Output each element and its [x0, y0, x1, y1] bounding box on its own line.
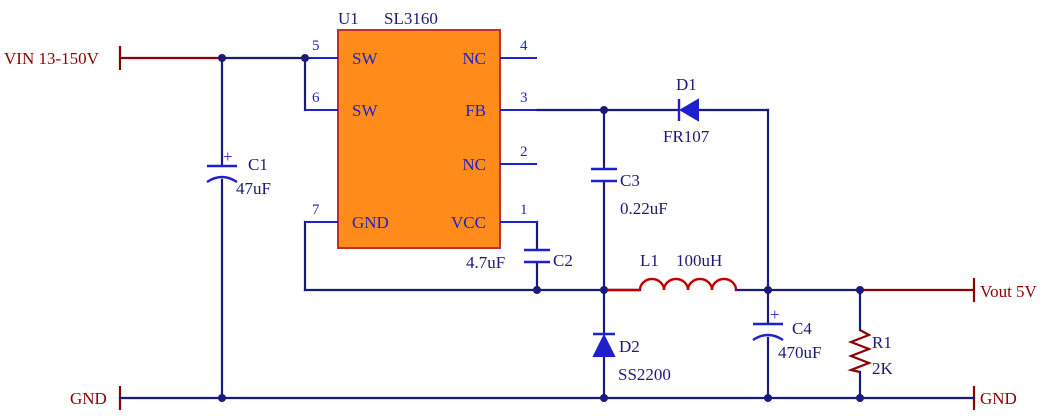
d2-value: SS2200 — [618, 365, 671, 384]
junction-dot — [218, 54, 226, 62]
pin-3-name: FB — [465, 101, 486, 120]
c3-value: 0.22uF — [620, 199, 668, 218]
r1-value: 2K — [872, 359, 894, 378]
gnd-right-port: GND — [972, 386, 1017, 410]
junction-dot — [600, 394, 608, 402]
diode-d2: D2 SS2200 — [592, 332, 671, 384]
resistor-r1: R1 2K — [847, 329, 894, 378]
gnd-right-label: GND — [980, 389, 1017, 408]
wires — [118, 56, 976, 400]
pin-4-name: NC — [462, 49, 486, 68]
junction-dot — [600, 286, 608, 294]
junction-dot — [764, 394, 772, 402]
junction-dot — [301, 54, 309, 62]
c4-value: 470uF — [778, 343, 821, 362]
c1-polarity-mark: + — [223, 147, 233, 166]
vin-port: VIN 13-150V — [4, 46, 222, 70]
capacitor-c2: C2 4.7uF — [466, 248, 573, 272]
inductor-l1: L1 100uH — [604, 251, 738, 292]
gnd-left-label: GND — [70, 389, 107, 408]
c1-ref: C1 — [248, 155, 268, 174]
junction-dot — [533, 286, 541, 294]
capacitor-c1: + C1 47uF — [206, 147, 271, 198]
pin-1-number: 1 — [520, 202, 528, 218]
pin-7-number: 7 — [312, 202, 320, 218]
gnd-left-port: GND — [70, 386, 122, 410]
vout-label: Vout 5V — [980, 282, 1038, 301]
ic-designator: U1 — [338, 9, 359, 28]
c2-ref: C2 — [553, 251, 573, 270]
c2-value: 4.7uF — [466, 253, 505, 272]
c4-polarity-mark: + — [770, 305, 780, 324]
pin-1-name: VCC — [451, 213, 486, 232]
pin-4-number: 4 — [520, 38, 528, 54]
capacitor-c3: C3 0.22uF — [591, 167, 668, 218]
c1-value: 47uF — [236, 179, 271, 198]
junction-dot — [600, 106, 608, 114]
junctions — [218, 54, 864, 402]
diode-d1: D1 FR107 — [663, 75, 710, 146]
pin-6-name: SW — [352, 101, 378, 120]
d1-value: FR107 — [663, 127, 710, 146]
c4-ref: C4 — [792, 319, 812, 338]
pin-5-number: 5 — [312, 38, 320, 54]
ic-u1: U1 SL3160 5 6 7 SW SW GND 4 3 2 1 NC FB … — [305, 9, 537, 249]
junction-dot — [218, 394, 226, 402]
pin-6-number: 6 — [312, 90, 320, 106]
c3-ref: C3 — [620, 171, 640, 190]
d1-ref: D1 — [676, 75, 697, 94]
pin-5-name: SW — [352, 49, 378, 68]
r1-ref: R1 — [872, 333, 892, 352]
junction-dot — [764, 286, 772, 294]
pin-2-name: NC — [462, 155, 486, 174]
vin-label: VIN 13-150V — [4, 49, 100, 68]
d2-ref: D2 — [619, 337, 640, 356]
junction-dot — [856, 286, 864, 294]
pin-2-number: 2 — [520, 144, 528, 160]
capacitor-c4: + C4 470uF — [752, 305, 821, 362]
ic-body — [337, 29, 501, 249]
ic-part-number: SL3160 — [384, 9, 438, 28]
pin-3-number: 3 — [520, 90, 528, 106]
vout-port: Vout 5V — [860, 278, 1038, 302]
junction-dot — [856, 394, 864, 402]
l1-value: 100uH — [676, 251, 722, 270]
pin-7-name: GND — [352, 213, 389, 232]
l1-ref: L1 — [640, 251, 659, 270]
